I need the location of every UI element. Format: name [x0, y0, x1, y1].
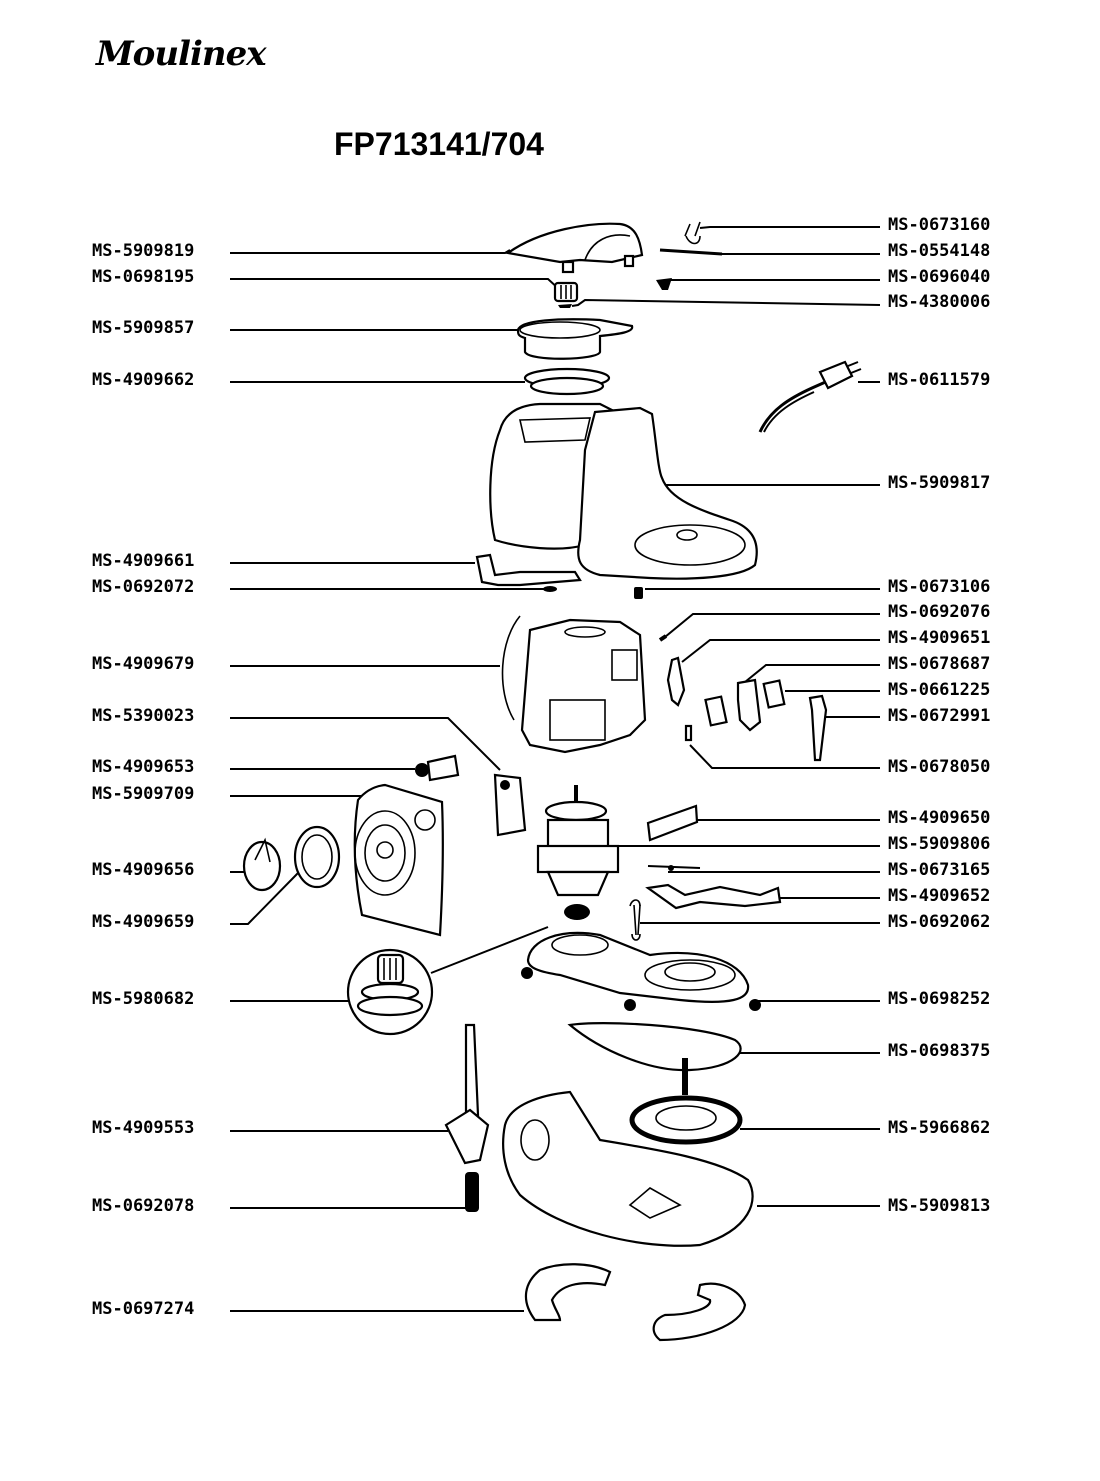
part-label: MS-0554148 [888, 241, 991, 261]
part-label: MS-4909656 [92, 860, 195, 880]
part-control-panel [353, 783, 444, 937]
model-number: FP713141/704 [334, 126, 544, 162]
part-label: MS-0692078 [92, 1196, 195, 1216]
part-collar [516, 318, 634, 360]
part-label: MS-4909662 [92, 370, 195, 390]
part-label: MS-0673165 [888, 860, 991, 880]
part-foot-right [652, 1282, 747, 1342]
part-pulley [629, 1058, 743, 1145]
part-label: MS-0672991 [888, 706, 991, 726]
part-label: MS-0673160 [888, 215, 991, 235]
part-coupling-nut [553, 281, 579, 308]
part-motor [536, 785, 620, 920]
part-gear-plate [521, 931, 761, 1011]
part-fuse-holder [646, 804, 699, 842]
part-label: MS-4909659 [92, 912, 195, 932]
part-label: MS-5909813 [888, 1196, 991, 1216]
part-label: MS-0661225 [888, 680, 991, 700]
part-label: MS-4909651 [888, 628, 991, 648]
part-label: MS-0678050 [888, 757, 991, 777]
part-label: MS-4909653 [92, 757, 195, 777]
part-label: MS-5980682 [92, 989, 195, 1009]
part-small-pin [684, 724, 693, 742]
part-label: MS-0611579 [888, 370, 991, 390]
part-resistor [647, 865, 701, 871]
part-label: MS-0698252 [888, 989, 991, 1009]
part-lever-arm [645, 883, 782, 910]
part-lid [505, 222, 644, 274]
part-label: MS-5966862 [888, 1118, 991, 1138]
part-base [502, 1090, 754, 1247]
leader-lines-right [571, 226, 881, 1207]
part-label: MS-0692076 [888, 602, 991, 622]
part-label: MS-0678687 [888, 654, 991, 674]
part-switch-bracket [736, 678, 762, 732]
part-knob-ring [293, 825, 341, 889]
part-selector-switch [415, 754, 460, 782]
part-drive-hub [346, 948, 434, 1036]
part-label: MS-0692072 [92, 577, 195, 597]
part-shaft-spring [465, 1172, 479, 1212]
part-label: MS-5390023 [92, 706, 195, 726]
part-label: MS-4909661 [92, 551, 195, 571]
part-label: MS-5909817 [888, 473, 991, 493]
part-rod [659, 248, 723, 256]
part-label: MS-4380006 [888, 292, 991, 312]
part-spindle [444, 1023, 490, 1165]
part-microswitch-pin [658, 634, 668, 642]
part-drive-belt [567, 1022, 742, 1072]
part-microswitch-a [704, 695, 728, 727]
part-microswitch-b [762, 679, 786, 709]
part-switch-rod [808, 694, 828, 762]
part-label: MS-4909652 [888, 886, 991, 906]
part-switch-module [493, 773, 527, 837]
part-label: MS-5909819 [92, 241, 195, 261]
part-label: MS-4909553 [92, 1118, 195, 1138]
part-small-cap [656, 278, 672, 290]
part-housing [489, 402, 758, 580]
part-foot-left [524, 1263, 612, 1322]
part-label: MS-4909650 [888, 808, 991, 828]
part-power-cord [758, 360, 862, 433]
part-ring [523, 367, 611, 396]
part-label: MS-0673106 [888, 577, 991, 597]
part-label: MS-0696040 [888, 267, 991, 287]
part-knob [242, 837, 282, 892]
part-switch-actuator [666, 656, 686, 707]
part-spring-clip [684, 221, 701, 245]
part-motor-housing [501, 615, 647, 754]
brand-logo: Moulinex [96, 34, 266, 74]
part-label: MS-5909806 [888, 834, 991, 854]
part-tension-spring [629, 899, 641, 941]
part-label: MS-0692062 [888, 912, 991, 932]
part-label: MS-0698375 [888, 1041, 991, 1061]
part-label: MS-5909709 [92, 784, 195, 804]
part-switch-lever [475, 553, 643, 599]
part-label: MS-0698195 [92, 267, 195, 287]
part-label: MS-0697274 [92, 1299, 195, 1319]
part-label: MS-4909679 [92, 654, 195, 674]
part-label: MS-5909857 [92, 318, 195, 338]
